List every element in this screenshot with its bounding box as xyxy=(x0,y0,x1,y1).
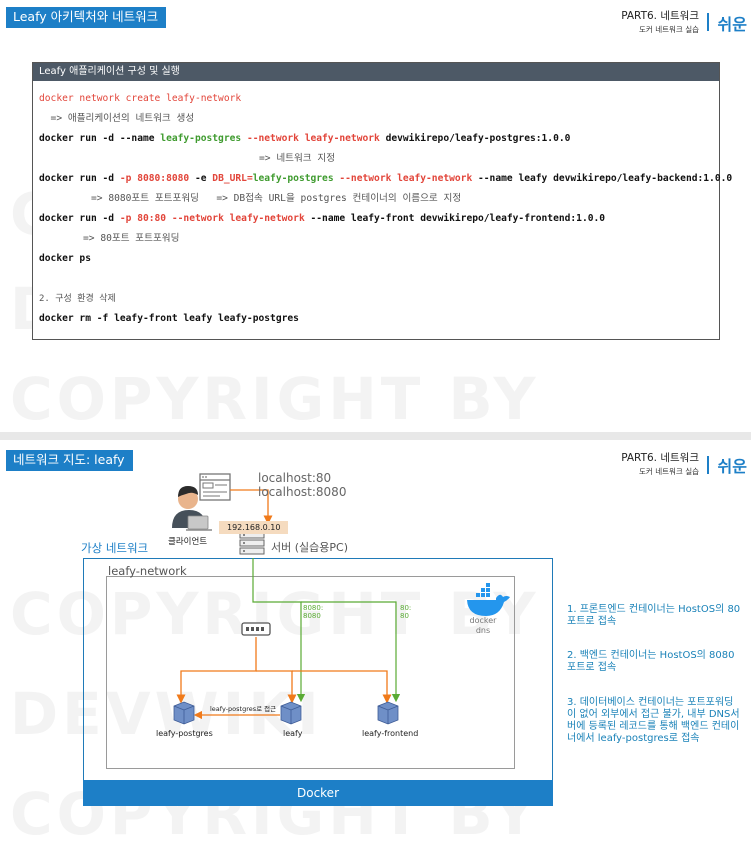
ip-badge: 192.168.0.10 xyxy=(219,521,289,534)
container-label-frontend: leafy-frontend xyxy=(362,729,419,738)
code-line: docker ps xyxy=(39,253,91,264)
code-comment: => 8080포트 포트포워딩 => DB접속 URL을 postgres 컨테… xyxy=(91,193,462,204)
port-label-8080: 8080: 8080 xyxy=(303,604,323,620)
code-token: leafy-postgres xyxy=(252,173,334,184)
part-subtitle: 도커 네트워크 실습 xyxy=(639,25,699,34)
code-section-title: 2. 구성 환경 삭제 xyxy=(39,294,116,304)
slide-title: 네트워크 지도: leafy xyxy=(6,450,133,471)
dns-text: dns xyxy=(475,626,491,635)
code-token: --name leafy devwikirepo/leafy-backend:1… xyxy=(472,173,733,184)
container-icon xyxy=(377,701,399,725)
code-line: docker run -d -p 8080:8080 -e DB_URL=lea… xyxy=(39,173,732,185)
client-label: 클라이언트 xyxy=(168,537,208,547)
brand-logo: 쉬운 xyxy=(717,457,747,476)
docker-whale-icon xyxy=(467,583,510,616)
localhost-80: localhost:80 xyxy=(258,471,332,485)
note-database: 3. 데이터베이스 컨테이너는 포트포워딩이 없어 외부에서 접근 불가, 내부… xyxy=(567,697,740,744)
code-token: -p 8080:8080 xyxy=(119,173,190,184)
note-frontend: 1. 프론트엔드 컨테이너는 HostOS의 80 포트로 접속 xyxy=(567,604,741,627)
virtual-network-label: 가상 네트워크 xyxy=(81,541,149,555)
code-token: devwikirepo/leafy-postgres:1.0.0 xyxy=(379,133,571,144)
code-line: docker rm -f leafy-front leafy leafy-pos… xyxy=(39,313,299,324)
server-label: 서버 (실습용PC) xyxy=(271,541,348,554)
port-text: 80 xyxy=(400,612,409,620)
code-token: --network leafy-network xyxy=(241,133,380,144)
port-label-80: 80: 80 xyxy=(400,604,411,620)
network-diagram xyxy=(172,473,510,725)
port-text: 8080: xyxy=(303,604,324,612)
request-arrow xyxy=(230,489,273,525)
container-label-postgres: leafy-postgres xyxy=(156,729,213,738)
code-line: docker run -d --name leafy-postgres --ne… xyxy=(39,133,570,145)
part-heading: PART6. 네트워크 도커 네트워크 실습 xyxy=(621,10,699,35)
code-box: Leafy 애플리케이션 구성 및 실행 docker network crea… xyxy=(32,62,732,340)
dns-text: docker xyxy=(469,616,497,625)
code-token: leafy-postgres xyxy=(160,133,242,144)
code-header: Leafy 애플리케이션 구성 및 실행 xyxy=(33,63,719,81)
watermark-line: COPYRIGHT BY xyxy=(10,365,540,432)
code-token: --network leafy-network xyxy=(166,213,305,224)
code-token: --name leafy-front devwikirepo/leafy-fro… xyxy=(304,213,606,224)
part-title: PART6. 네트워크 xyxy=(621,10,699,22)
bridge-link-frontend xyxy=(292,670,392,704)
slide-separator xyxy=(0,432,751,440)
code-comment: => 80포트 포트포워딩 xyxy=(83,233,180,244)
server-icon xyxy=(239,531,265,555)
code-token: -e xyxy=(189,173,213,184)
code-token: DB_URL= xyxy=(212,173,253,184)
browser-icon xyxy=(199,473,231,501)
switch-icon xyxy=(241,622,271,636)
part-title: PART6. 네트워크 xyxy=(621,452,699,464)
code-token: docker run -d xyxy=(39,213,120,224)
brand-logo: 쉬운 xyxy=(717,15,747,34)
docker-dns-label: docker dns xyxy=(466,616,500,636)
slide-title: Leafy 아키텍처와 네트워크 xyxy=(6,7,167,28)
port-80-line xyxy=(301,601,401,703)
localhost-8080: localhost:8080 xyxy=(258,485,347,499)
user-icon xyxy=(172,486,212,531)
slide-network-map: COPYRIGHT BY DEVWIKI COPYRIGHT BY 네트워크 지… xyxy=(0,440,751,862)
divider xyxy=(707,13,709,31)
note-backend: 2. 백엔드 컨테이너는 HostOS의 8080포트로 접속 xyxy=(567,650,735,673)
part-heading: PART6. 네트워크 도커 네트워크 실습 xyxy=(621,452,699,477)
bridge-link-postgres xyxy=(176,637,257,704)
code-line: docker run -d -p 80:80 --network leafy-n… xyxy=(39,213,605,225)
code-comment: => 애플리케이션의 네트워크 생성 xyxy=(39,113,195,124)
code-token: docker run -d --name xyxy=(39,133,161,144)
code-token: docker run -d xyxy=(39,173,120,184)
docker-bar: Docker xyxy=(83,780,553,806)
bridge-link-leafy xyxy=(256,670,297,704)
port-text: 80: xyxy=(400,604,412,612)
slide-leafy-architecture: COPYRIGHT BY DEVWIKI COPYRIGHT BY Leafy … xyxy=(6,7,747,432)
code-line: docker network create leafy-network xyxy=(39,93,242,104)
container-icon xyxy=(173,701,195,725)
container-label-leafy: leafy xyxy=(283,729,303,738)
code-comment: => 네트워크 지정 xyxy=(259,153,336,164)
localhost-label: localhost:80 localhost:8080 xyxy=(258,471,346,499)
leafy-network-label: leafy-network xyxy=(108,564,187,578)
part-subtitle: 도커 네트워크 실습 xyxy=(639,467,699,476)
port-text: 8080 xyxy=(303,612,321,620)
db-access-label: leafy-postgres로 접근 xyxy=(210,705,277,713)
container-icon xyxy=(280,701,302,725)
code-token: -p 80:80 xyxy=(119,213,167,224)
code-token: --network leafy-network xyxy=(333,173,473,184)
port-8080-line xyxy=(252,558,306,703)
leafy-network-box xyxy=(106,576,515,769)
divider xyxy=(707,456,709,474)
